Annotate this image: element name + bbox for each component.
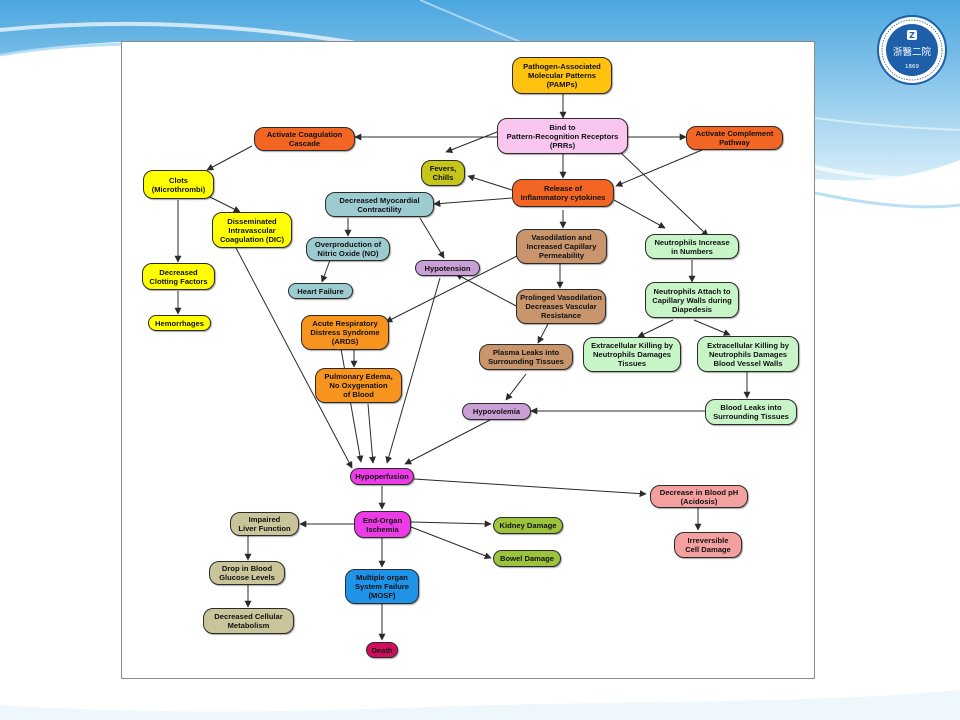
logo-text: 浙醫二院 — [893, 46, 932, 58]
node-extracellular-vessels: Extracellular Killing by Neutrophils Dam… — [697, 336, 799, 372]
node-activate-complement: Activate Complement Pathway — [686, 126, 783, 150]
node-clotting-factors: Decreased Clotting Factors — [142, 263, 215, 290]
node-irreversible-cell-damage: Irreversible Cell Damage — [674, 532, 742, 558]
node-mosf: Multiple organ System Failure (MOSF) — [345, 569, 419, 604]
node-pulmonary-edema: Pulmonary Edema, No Oxygenation of Blood — [315, 368, 402, 403]
node-kidney-damage: Kidney Damage — [493, 517, 563, 534]
node-prolonged-vasodilation: Prolinged Vasodilation Decreases Vascula… — [516, 289, 606, 324]
node-hypotension: Hypotension — [415, 260, 480, 276]
node-nitric-oxide: Overproduction of Nitric Oxide (NO) — [306, 237, 390, 261]
node-cytokines: Release of Inflammatory cytokines — [512, 179, 614, 207]
node-bowel-damage: Bowel Damage — [493, 550, 561, 567]
logo-year: 1869 — [905, 64, 919, 70]
node-impaired-liver: Impaired Liver Function — [230, 512, 299, 536]
node-cellular-metabolism: Decreased Cellular Metabolism — [203, 608, 294, 634]
node-vasodilation: Vasodilation and Increased Capillary Per… — [516, 229, 607, 264]
node-prrs: Bind to Pattern-Recognition Receptors (P… — [497, 118, 628, 154]
node-plasma-leaks: Plasma Leaks into Surrounding Tissues — [479, 344, 573, 370]
node-pamps: Pathogen-Associated Molecular Patterns (… — [512, 57, 612, 94]
node-hypoperfusion: Hypoperfusion — [350, 468, 414, 485]
node-fevers: Fevers, Chills — [421, 160, 465, 186]
node-hemorrhages: Hemorrhages — [148, 315, 211, 331]
node-death: Death — [366, 642, 398, 658]
node-acidosis: Decrease in Blood pH (Acidosis) — [650, 485, 748, 508]
node-ards: Acute Respiratory Distress Syndrome (ARD… — [301, 315, 389, 350]
node-blood-leaks: Blood Leaks into Surrounding Tissues — [705, 399, 797, 425]
node-hypovolemia: Hypovolemia — [462, 403, 531, 420]
node-dic: Disseminated Intravascular Coagulation (… — [212, 212, 292, 248]
node-neutrophils-increase: Neutrophils Increase in Numbers — [645, 234, 739, 259]
hospital-logo: Z 浙醫二院 1869 — [876, 14, 948, 86]
node-activate-coagulation: Activate Coagulation Cascade — [254, 127, 355, 151]
node-clots: Clots (Microthrombi) — [143, 170, 214, 199]
node-extracellular-tissues: Extracellular Killing by Neutrophils Dam… — [583, 337, 681, 372]
node-heart-failure: Heart Failure — [288, 283, 353, 299]
svg-text:Z: Z — [909, 31, 915, 40]
node-glucose: Drop in Blood Glucose Levels — [209, 561, 285, 585]
node-myocardial: Decreased Myocardial Contractility — [325, 192, 434, 217]
node-neutrophils-attach: Neutrophils Attach to Capillary Walls du… — [645, 282, 739, 318]
node-end-organ-ischemia: End-Organ Ischemia — [354, 511, 411, 538]
